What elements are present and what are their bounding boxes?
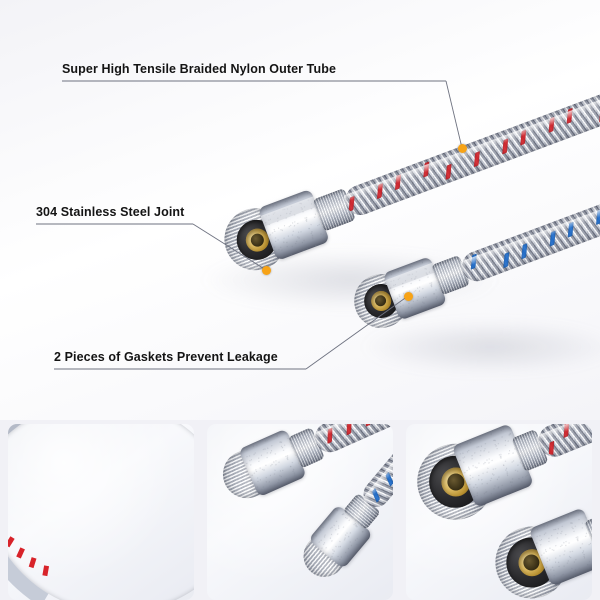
- hose-shadow-lower: [360, 320, 600, 374]
- panel1-glow: [8, 424, 194, 600]
- panel1-tracers: [8, 536, 50, 577]
- thumbnail-gasket-detail[interactable]: [406, 424, 592, 600]
- tracer-strands-upper: [341, 90, 600, 220]
- callout-label-steel-joint: 304 Stainless Steel Joint: [36, 205, 185, 219]
- thumbnail-braid-detail[interactable]: [8, 424, 194, 600]
- thumbnail-strip: [0, 424, 600, 600]
- thumbnail-nut-detail[interactable]: [207, 424, 393, 600]
- marker-dot-steel-joint: [262, 266, 271, 275]
- tracer-strands-lower: [458, 173, 600, 285]
- callout-label-gaskets: 2 Pieces of Gaskets Prevent Leakage: [54, 350, 278, 364]
- marker-dot-outer-tube: [458, 144, 467, 153]
- braided-hose-upper: [341, 89, 600, 220]
- hero-photo: Super High Tensile Braided Nylon Outer T…: [0, 0, 600, 420]
- callout-label-outer-tube: Super High Tensile Braided Nylon Outer T…: [62, 62, 337, 76]
- marker-dot-gaskets: [404, 292, 413, 301]
- braided-hose-lower: [457, 173, 600, 286]
